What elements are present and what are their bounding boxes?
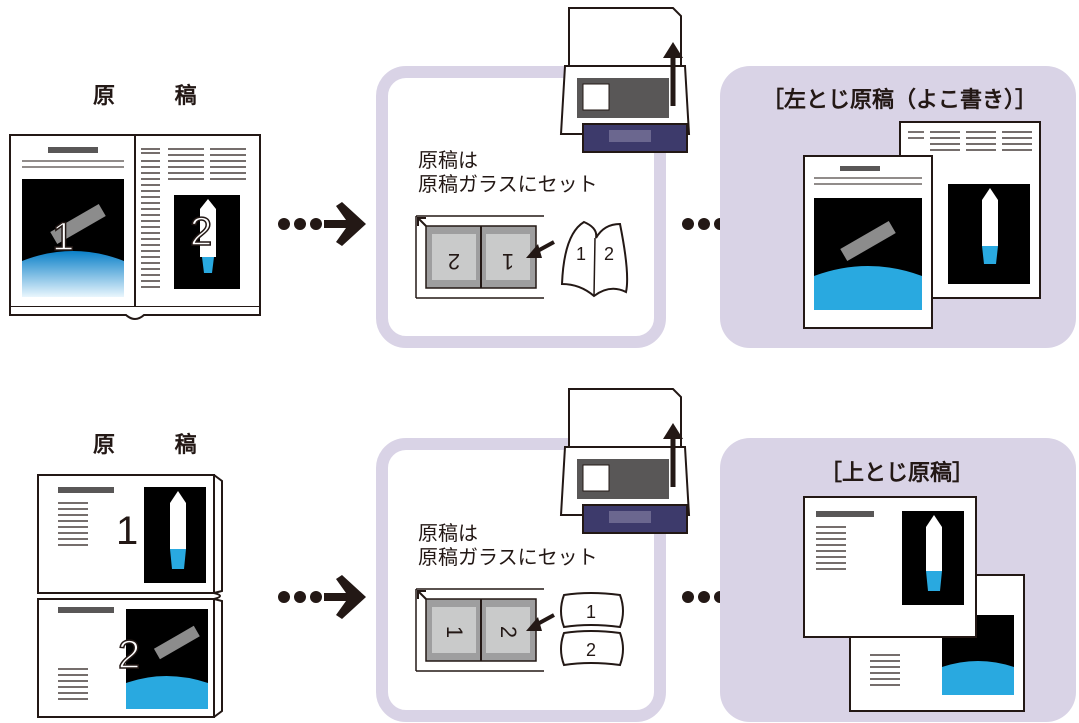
page-number-2: 2 [117, 632, 141, 678]
svg-text:1: 1 [442, 626, 467, 638]
arrow-right-icon [278, 575, 366, 619]
instruction-text: 原稿は 原稿ガラスにセット [418, 148, 598, 196]
open-book-icon: 2 1 1 2 [415, 215, 629, 299]
book-icon [37, 474, 223, 718]
page-number-2: 2 [189, 209, 213, 255]
instruction-line-2: 原稿ガラスにセット [418, 545, 598, 569]
arrow-right-icon [278, 202, 366, 246]
instruction-text: 原稿は 原稿ガラスにセット [418, 521, 598, 569]
scanner-icon [559, 7, 691, 153]
row-left-binding: 原 稿 [0, 0, 1079, 361]
original-label: 原 稿 [93, 84, 223, 109]
svg-text:1: 1 [586, 602, 596, 622]
svg-text:2: 2 [448, 249, 460, 274]
svg-text:1: 1 [576, 244, 586, 264]
svg-text:1: 1 [502, 249, 514, 274]
instruction-line-1: 原稿は [418, 521, 478, 545]
page-icon [803, 496, 1025, 712]
open-book-icon: 1 2 1 2 [415, 588, 624, 672]
instruction-line-2: 原稿ガラスにセット [418, 172, 598, 196]
instruction-line-1: 原稿は [418, 148, 478, 172]
book-icon [9, 134, 261, 320]
svg-text:2: 2 [586, 640, 596, 660]
svg-text:2: 2 [604, 244, 614, 264]
row-top-binding: 原 稿 1 2 原稿は 原稿ガ [0, 361, 1079, 722]
page-number-1: 1 [116, 509, 139, 553]
page-number-1: 1 [51, 214, 75, 260]
scanner-icon [559, 388, 691, 534]
page-icon [803, 121, 1041, 329]
svg-text:2: 2 [496, 626, 521, 638]
original-label: 原 稿 [93, 433, 223, 458]
result-title: ［上とじ原稿］ [820, 461, 975, 486]
result-title: ［左とじ原稿（よこ書き）］ [762, 88, 1038, 113]
